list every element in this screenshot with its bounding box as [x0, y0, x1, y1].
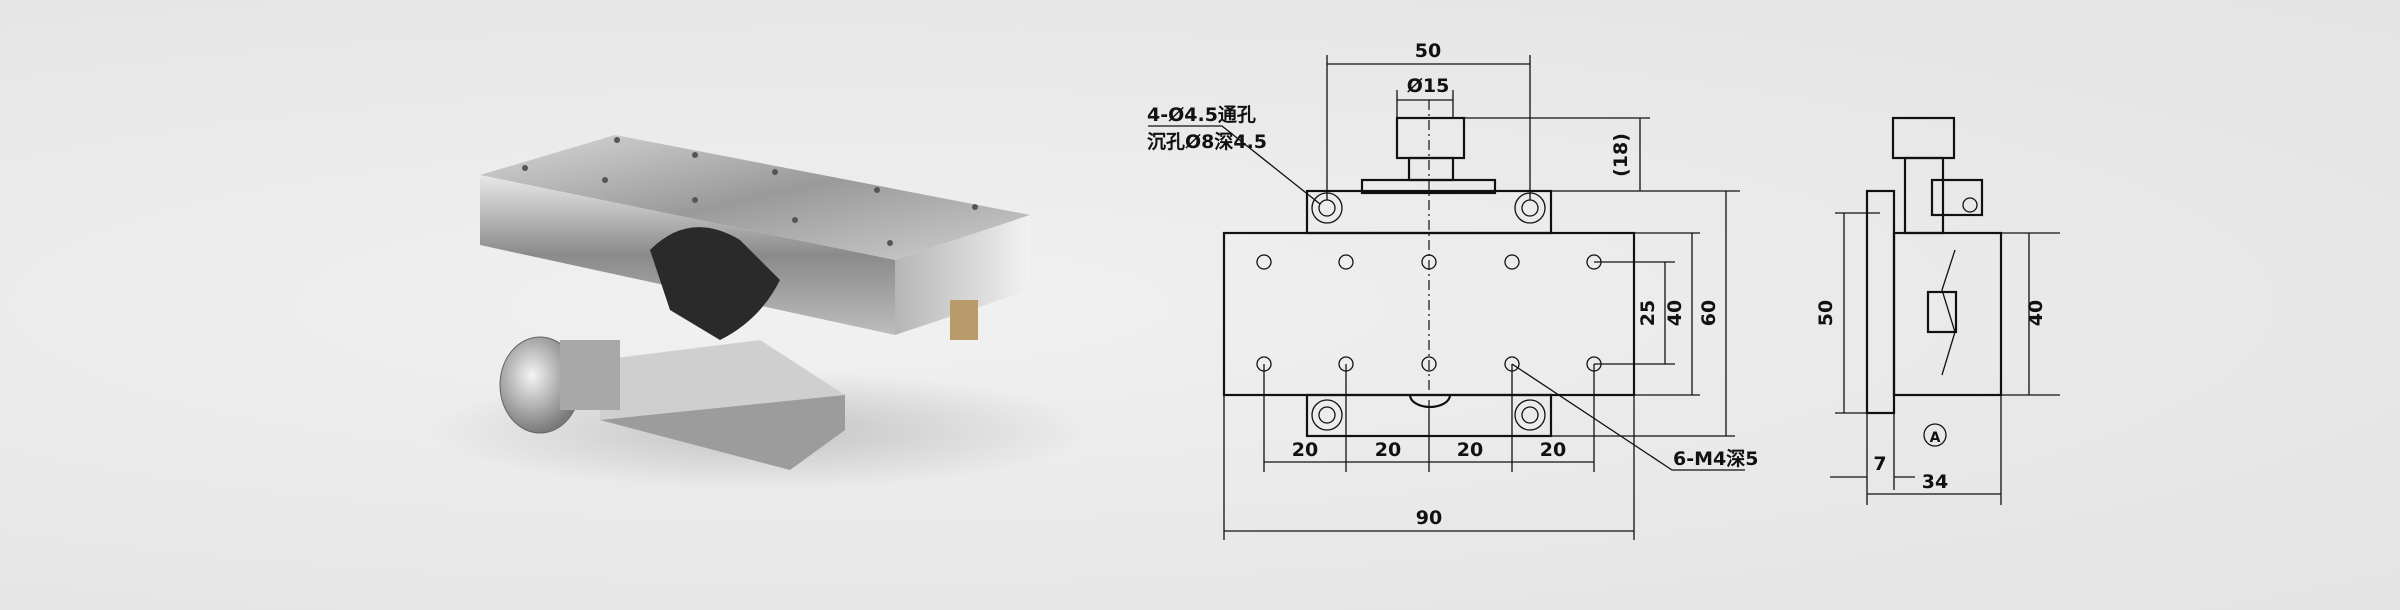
side-dim-plate: 7 — [1873, 453, 1886, 475]
dim-total-height: 60 — [1698, 300, 1720, 326]
dim-top-width: 50 — [1415, 40, 1441, 62]
dim-hole-rows: 25 — [1637, 300, 1659, 326]
dim-pitch-3: 20 — [1457, 439, 1483, 461]
dim-pitch-1: 20 — [1292, 439, 1318, 461]
side-dim-depth: 34 — [1922, 471, 1948, 493]
dim-total-width: 90 — [1416, 507, 1442, 529]
side-dim-height: 50 — [1815, 300, 1837, 326]
dim-pitch-4: 20 — [1540, 439, 1566, 461]
note-mount-holes-1: 4-Ø4.5通孔 — [1147, 104, 1256, 126]
view-marker: A — [1930, 430, 1941, 446]
side-dim-body-height: 40 — [2025, 300, 2047, 326]
note-mount-holes-2: 沉孔Ø8深4.5 — [1147, 130, 1267, 153]
dim-pitch-2: 20 — [1375, 439, 1401, 461]
side-view-drawing: 50 40 7 34 A — [1815, 116, 2060, 505]
front-view-drawing: 50 Ø15 (18) 25 40 60 20 20 20 20 90 4-Ø4… — [1147, 40, 1758, 540]
dim-knob-height: (18) — [1610, 133, 1632, 177]
dim-body-height: 40 — [1664, 300, 1686, 326]
dim-knob-diameter: Ø15 — [1407, 75, 1450, 97]
note-tapped-holes: 6-M4深5 — [1673, 447, 1758, 470]
stage-render — [430, 135, 1090, 490]
